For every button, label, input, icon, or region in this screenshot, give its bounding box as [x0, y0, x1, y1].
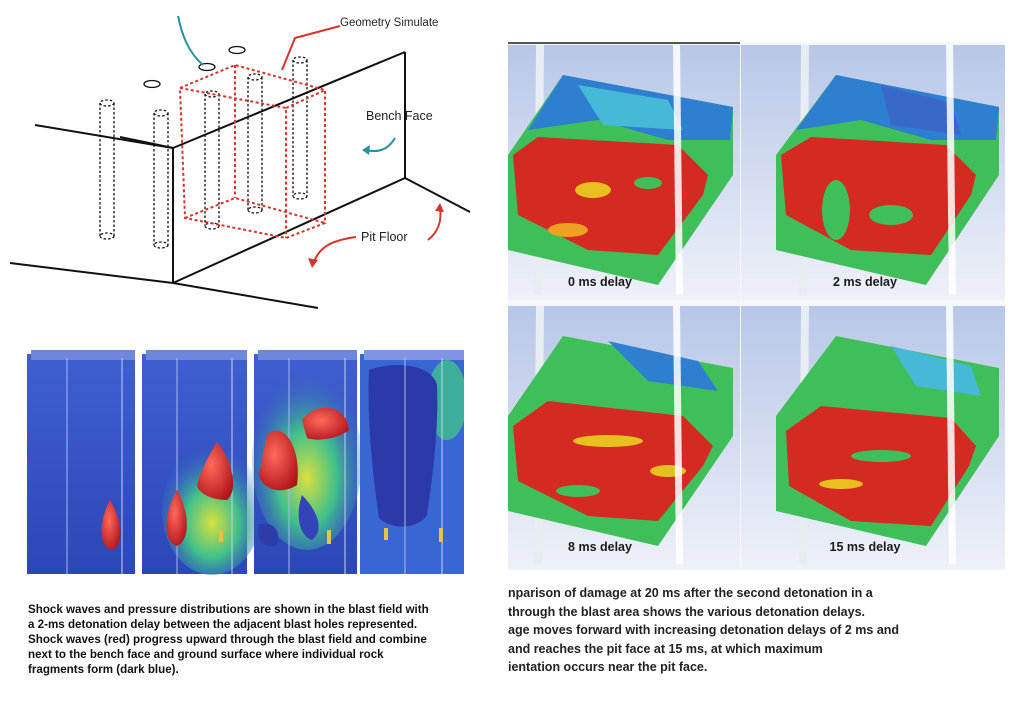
- bench-outline: [9, 51, 471, 309]
- damage-panel-0ms: [508, 45, 740, 300]
- shock-wave-simulation-image: [27, 350, 464, 582]
- delay-label-8ms: 8 ms delay: [568, 540, 632, 554]
- pit-floor-label: Pit Floor: [361, 230, 408, 244]
- damage-panel-15ms: [741, 306, 1005, 570]
- delay-label-15ms: 15 ms delay: [829, 540, 901, 554]
- bench-face-arrow: [365, 137, 396, 153]
- blast-holes: [99, 56, 308, 249]
- bench-face-arrowhead: [362, 145, 370, 155]
- right-caption-line: age moves forward with increasing detona…: [508, 623, 900, 637]
- left-caption-line: next to the bench face and ground surfac…: [28, 648, 384, 661]
- diagram-title-fragment: Geometry Simulate: [340, 17, 439, 29]
- pit-floor-arrowhead: [308, 258, 318, 268]
- left-caption-line: Shock waves (red) progress upward throug…: [28, 633, 427, 646]
- right-caption: nparison of damage at 20 ms after the se…: [508, 584, 1008, 677]
- sim-block-2: [142, 350, 262, 575]
- left-caption-line: fragments form (dark blue).: [28, 663, 179, 676]
- left-caption-line: Shock waves and pressure distributions a…: [28, 603, 429, 616]
- sim-block-3: [252, 350, 362, 574]
- bench-geometry-diagram: [9, 15, 471, 309]
- right-caption-line: and reaches the pit face at 15 ms, at wh…: [508, 641, 823, 656]
- damage-panel-8ms: [508, 306, 740, 570]
- damage-panel-2ms: [741, 45, 1005, 300]
- top-rule: [508, 42, 740, 44]
- simulation-box: [178, 63, 326, 240]
- teal-leader-line: [177, 15, 204, 66]
- bench-face-label: Bench Face: [366, 109, 433, 123]
- right-caption-line: through the blast area shows the various…: [508, 604, 866, 619]
- sim-block-4: [360, 350, 464, 574]
- left-caption: Shock waves and pressure distributions a…: [28, 602, 483, 677]
- right-caption-line: nparison of damage at 20 ms after the se…: [508, 586, 873, 600]
- sim-block-1: [27, 350, 135, 574]
- right-caption-line: ientation occurs near the pit face.: [508, 660, 708, 674]
- left-caption-line: a 2-ms detonation delay between the adja…: [28, 618, 418, 631]
- pit-floor-arrow: [313, 236, 357, 263]
- red-leader-line: [281, 25, 341, 71]
- delay-label-0ms: 0 ms delay: [568, 275, 632, 289]
- bench-rise-arrow: [427, 207, 442, 241]
- bench-rise-arrowhead: [435, 203, 444, 212]
- delay-label-2ms: 2 ms delay: [833, 275, 897, 289]
- surface-holes: [143, 45, 246, 89]
